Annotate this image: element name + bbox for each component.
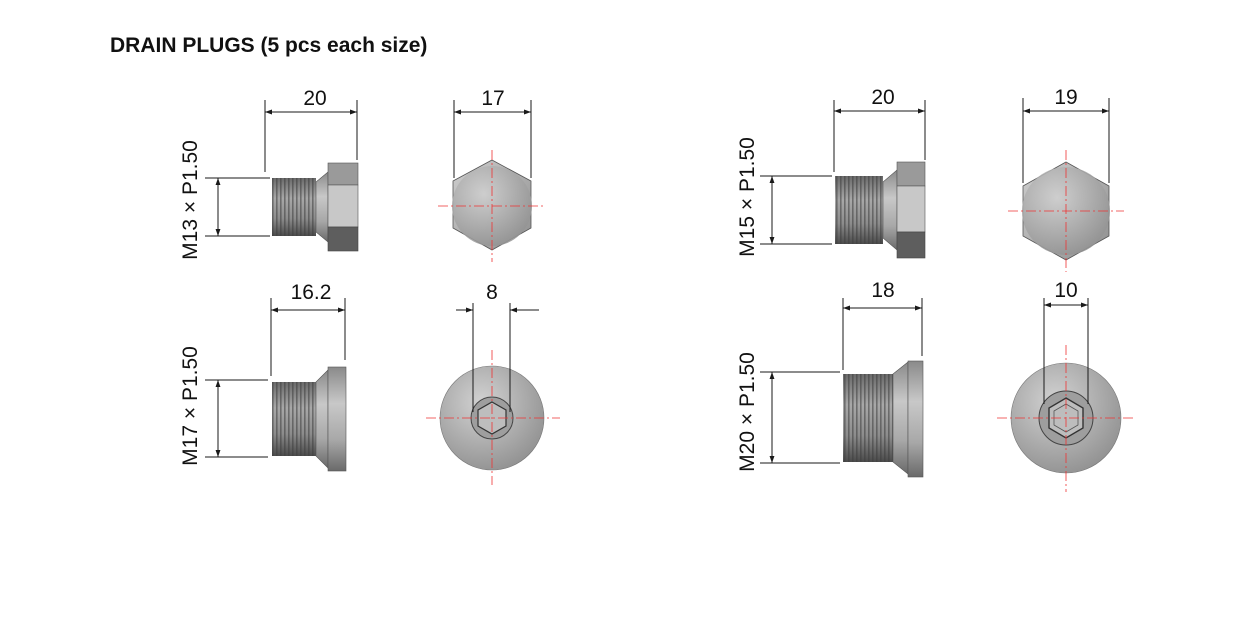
plug-m15-end-view: 19 (1008, 86, 1124, 272)
plug-m20-side-view: 18 M20 × P1.50 (736, 279, 924, 478)
head-dimension: 10 (1054, 279, 1077, 302)
thread-pattern (272, 178, 316, 236)
hex-head-mid (896, 185, 926, 233)
hex-head-top (896, 161, 926, 187)
flange-head (907, 360, 924, 478)
plug-m15-side-view: 20 M15 × P1.50 (736, 86, 926, 259)
length-dimension: 16.2 (291, 281, 332, 304)
neck (315, 171, 329, 243)
thread-pattern (272, 382, 316, 456)
thread-dimension: M17 × P1.50 (179, 346, 202, 466)
hex-head-bottom (327, 226, 359, 252)
neck (892, 361, 909, 475)
thread-dimension: M20 × P1.50 (736, 352, 759, 472)
length-dimension: 18 (871, 279, 894, 302)
plug-m17-end-view: 8 (426, 281, 560, 485)
flange-head (327, 366, 347, 472)
hex-head-bottom (896, 231, 926, 259)
plug-m13-side-view: 20 M13 × P1.50 (179, 87, 359, 260)
thread-dimension: M13 × P1.50 (179, 140, 202, 260)
page-title: DRAIN PLUGS (5 pcs each size) (110, 34, 428, 57)
thread-pattern (843, 374, 893, 462)
head-dimension: 17 (481, 87, 504, 110)
neck (315, 369, 329, 469)
neck (882, 169, 898, 251)
head-dimension: 19 (1054, 86, 1077, 109)
length-dimension: 20 (303, 87, 326, 110)
hex-head-top (327, 162, 359, 186)
head-dimension: 8 (486, 281, 498, 304)
plug-m13-end-view: 17 (438, 87, 545, 262)
hex-head-mid (327, 184, 359, 228)
plug-m17-side-view: 16.2 M17 × P1.50 (179, 281, 347, 472)
length-dimension: 20 (871, 86, 894, 109)
thread-dimension: M15 × P1.50 (736, 137, 759, 257)
thread-pattern (835, 176, 883, 244)
plug-m20-end-view: 10 (997, 279, 1136, 492)
